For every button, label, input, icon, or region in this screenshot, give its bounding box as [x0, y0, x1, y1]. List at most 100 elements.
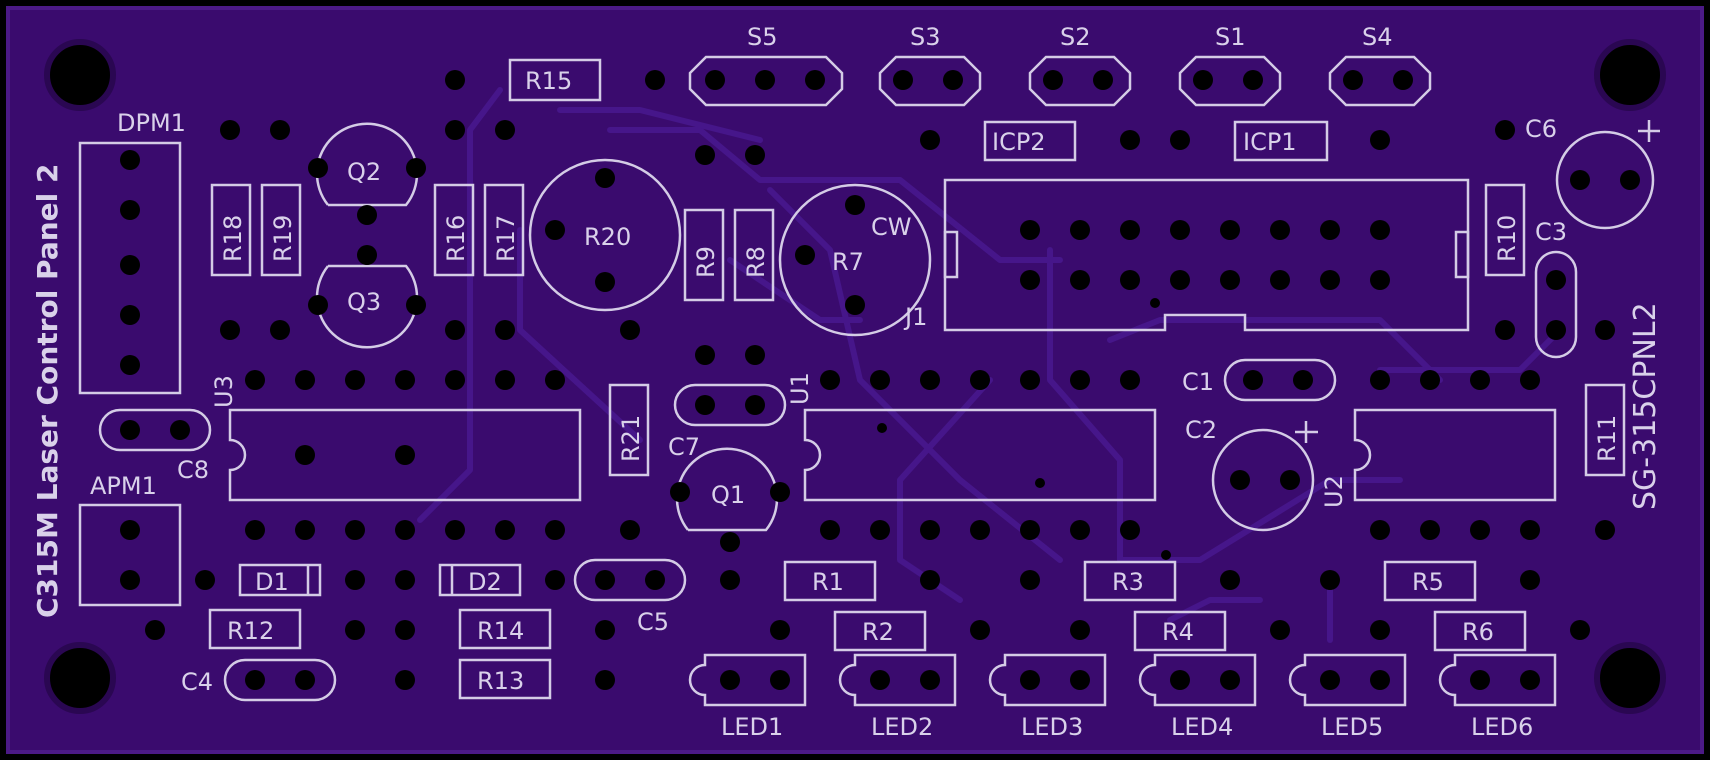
- drill-hole: [270, 120, 290, 140]
- drill-holes: [120, 70, 1640, 690]
- drill-hole: [645, 70, 665, 90]
- j1-outline: [943, 178, 1470, 332]
- led5-label: LED5: [1321, 713, 1383, 741]
- drill-hole: [670, 482, 690, 502]
- drill-hole: [920, 370, 940, 390]
- via: [877, 423, 887, 433]
- j1-label: J1: [903, 303, 927, 331]
- led4-label: LED4: [1171, 713, 1233, 741]
- drill-hole: [893, 70, 913, 90]
- drill-hole: [445, 70, 465, 90]
- drill-hole: [395, 520, 415, 540]
- drill-hole: [1370, 370, 1390, 390]
- drill-hole: [745, 145, 765, 165]
- r17-label: R17: [492, 215, 520, 262]
- icp2-label: ICP2: [992, 128, 1046, 156]
- s1-outline: [1178, 55, 1282, 107]
- drill-hole: [970, 620, 990, 640]
- r11-outline: [1584, 383, 1626, 477]
- drill-hole: [495, 120, 515, 140]
- drill-hole: [1570, 620, 1590, 640]
- drill-hole: [720, 532, 740, 552]
- r19-label: R19: [269, 215, 297, 262]
- drill-hole: [970, 370, 990, 390]
- c1-outline: [1223, 358, 1337, 402]
- drill-hole: [1320, 670, 1340, 690]
- d1-label: D1: [255, 568, 289, 596]
- s2-label: S2: [1060, 23, 1091, 51]
- led5-outline: [1288, 653, 1407, 707]
- drill-hole: [120, 420, 140, 440]
- icp1-label: ICP1: [1243, 128, 1297, 156]
- drill-hole: [1070, 670, 1090, 690]
- u2-outline: [1353, 408, 1557, 502]
- drill-hole: [495, 520, 515, 540]
- c2-outline: [1211, 428, 1315, 532]
- s3-label: S3: [910, 23, 941, 51]
- drill-hole: [1370, 520, 1390, 540]
- drill-hole: [1520, 670, 1540, 690]
- r3-label: R3: [1112, 568, 1144, 596]
- drill-hole: [1495, 320, 1515, 340]
- drill-hole: [870, 670, 890, 690]
- drill-hole: [595, 168, 615, 188]
- drill-hole: [1520, 520, 1540, 540]
- drill-hole: [1020, 370, 1040, 390]
- drill-hole: [845, 295, 865, 315]
- u2-label: U2: [1320, 475, 1348, 508]
- drill-hole: [120, 255, 140, 275]
- r1-outline: [783, 560, 877, 602]
- dpm1-label: DPM1: [117, 109, 186, 137]
- drill-hole: [870, 370, 890, 390]
- drill-hole: [195, 570, 215, 590]
- r1-label: R1: [812, 568, 844, 596]
- drill-hole: [1520, 570, 1540, 590]
- drill-hole: [445, 370, 465, 390]
- drill-hole: [1170, 130, 1190, 150]
- r18-label: R18: [219, 215, 247, 262]
- drill-hole: [1320, 220, 1340, 240]
- r7-cw-label: CW: [871, 213, 912, 241]
- drill-hole: [395, 670, 415, 690]
- drill-hole: [745, 395, 765, 415]
- c4-outline: [223, 658, 337, 702]
- drill-hole: [1170, 670, 1190, 690]
- drill-hole: [1020, 520, 1040, 540]
- c3-label: C3: [1535, 218, 1567, 246]
- drill-hole: [1043, 70, 1063, 90]
- s5-outline: [688, 55, 844, 107]
- via: [1150, 298, 1160, 308]
- led4-outline: [1138, 653, 1257, 707]
- drill-hole: [406, 295, 426, 315]
- drill-hole: [1420, 370, 1440, 390]
- drill-hole: [120, 150, 140, 170]
- r17-outline: [483, 183, 525, 277]
- drill-hole: [245, 520, 265, 540]
- drill-hole: [920, 520, 940, 540]
- drill-hole: [545, 370, 565, 390]
- drill-hole: [1220, 670, 1240, 690]
- icp1-outline: [1233, 120, 1329, 162]
- drill-hole: [1470, 520, 1490, 540]
- drill-hole: [220, 320, 240, 340]
- drill-hole: [1570, 170, 1590, 190]
- drill-hole: [1370, 220, 1390, 240]
- board-title: C315M Laser Control Panel 2: [31, 164, 64, 618]
- r8-outline: [733, 208, 775, 302]
- d1-outline: [238, 563, 322, 597]
- j1-notch-right: [1454, 230, 1470, 279]
- drill-hole: [1093, 70, 1113, 90]
- drill-hole: [445, 520, 465, 540]
- drill-hole: [1193, 70, 1213, 90]
- drill-hole: [943, 70, 963, 90]
- drill-hole: [1220, 220, 1240, 240]
- led2-outline: [838, 653, 957, 707]
- r20-label: R20: [584, 223, 631, 251]
- drill-hole: [545, 570, 565, 590]
- r8-label: R8: [742, 246, 770, 278]
- drill-hole: [1470, 370, 1490, 390]
- drill-hole: [1270, 220, 1290, 240]
- drill-hole: [770, 620, 790, 640]
- drill-hole: [845, 195, 865, 215]
